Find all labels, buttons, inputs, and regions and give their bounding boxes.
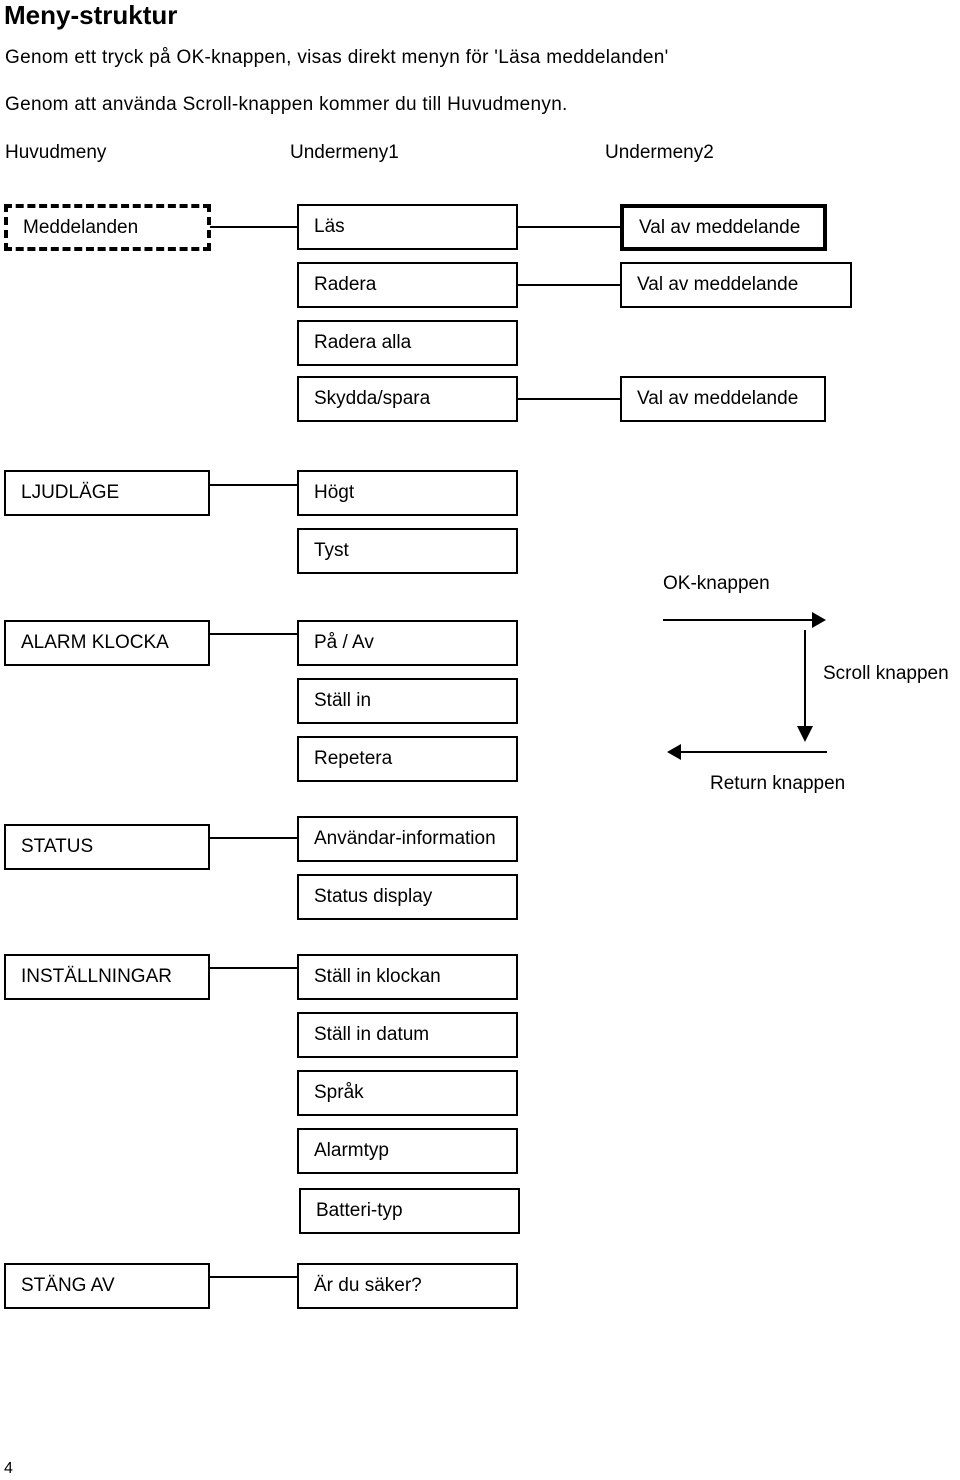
submenu-pa-av[interactable]: På / Av (297, 620, 518, 666)
submenu-stall-in[interactable]: Ställ in (297, 678, 518, 724)
column-header-huvudmeny: Huvudmeny (5, 142, 107, 163)
page-number: 4 (4, 1460, 13, 1477)
legend-return-label: Return knappen (710, 773, 846, 794)
arrow-scroll-head (797, 726, 813, 742)
main-menu-ljudlage[interactable]: LJUDLÄGE (4, 470, 210, 516)
arrow-return-head (667, 744, 681, 760)
page-title: Meny-struktur (4, 0, 178, 30)
submenu-stall-in-klockan[interactable]: Ställ in klockan (297, 954, 518, 1000)
submenu2-val-av-meddelande-3[interactable]: Val av meddelande (620, 376, 826, 422)
submenu-skydda-spara[interactable]: Skydda/spara (297, 376, 518, 422)
submenu-batteri-typ[interactable]: Batteri-typ (299, 1188, 520, 1234)
main-menu-stang-av[interactable]: STÄNG AV (4, 1263, 210, 1309)
submenu-sprak[interactable]: Språk (297, 1070, 518, 1116)
column-header-undermeny1: Undermeny1 (290, 142, 399, 163)
submenu-radera[interactable]: Radera (297, 262, 518, 308)
submenu2-val-av-meddelande-2[interactable]: Val av meddelande (620, 262, 852, 308)
main-menu-meddelanden[interactable]: Meddelanden (4, 204, 211, 251)
submenu-tyst[interactable]: Tyst (297, 528, 518, 574)
intro-line-scroll: Genom att använda Scroll-knappen kommer … (5, 94, 568, 115)
legend-ok-label: OK-knappen (663, 573, 770, 594)
submenu-status-display[interactable]: Status display (297, 874, 518, 920)
submenu-hogt[interactable]: Högt (297, 470, 518, 516)
submenu-radera-alla[interactable]: Radera alla (297, 320, 518, 366)
main-menu-installningar[interactable]: INSTÄLLNINGAR (4, 954, 210, 1000)
submenu-las[interactable]: Läs (297, 204, 518, 250)
column-header-undermeny2: Undermeny2 (605, 142, 714, 163)
main-menu-status[interactable]: STATUS (4, 824, 210, 870)
intro-line-ok: Genom ett tryck på OK-knappen, visas dir… (5, 47, 669, 68)
submenu-alarmtyp[interactable]: Alarmtyp (297, 1128, 518, 1174)
submenu-repetera[interactable]: Repetera (297, 736, 518, 782)
submenu-anvandar-information[interactable]: Användar-information (297, 816, 518, 862)
arrow-ok-head (812, 612, 826, 628)
submenu-ar-du-saker[interactable]: Är du säker? (297, 1263, 518, 1309)
legend-scroll-label: Scroll knappen (823, 663, 949, 684)
submenu2-val-av-meddelande-1[interactable]: Val av meddelande (620, 204, 827, 251)
main-menu-alarm-klocka[interactable]: ALARM KLOCKA (4, 620, 210, 666)
submenu-stall-in-datum[interactable]: Ställ in datum (297, 1012, 518, 1058)
